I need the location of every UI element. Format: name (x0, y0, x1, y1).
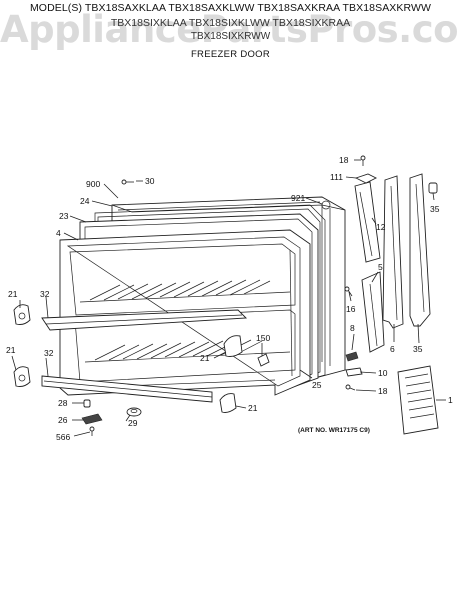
shelf-end-cap-lower-left (13, 366, 31, 387)
callout-26: 26 (58, 415, 68, 425)
bracket-5 (361, 271, 385, 353)
callout-32-upper: 32 (40, 289, 50, 299)
part-29 (126, 407, 142, 417)
callout-29: 29 (128, 418, 138, 428)
shelf-end-cap-upper-right (223, 335, 243, 357)
callout-30: 30 (145, 176, 155, 186)
part-566 (89, 426, 95, 436)
part-28 (83, 399, 91, 408)
handle-trim-35-lower (409, 173, 431, 327)
callout-6: 6 (390, 344, 395, 354)
art-number: (ART NO. WR17175 C9) (298, 427, 370, 434)
handle-end-cap-35-upper (428, 182, 438, 194)
door-cam-150 (257, 353, 270, 367)
callout-21-upper-left: 21 (8, 289, 18, 299)
part-8 (345, 351, 359, 362)
handle-6 (382, 175, 404, 329)
screw-18-lower (345, 384, 356, 391)
callout-8: 8 (350, 323, 355, 333)
callout-921: 921 (291, 193, 305, 203)
callout-24: 24 (80, 196, 90, 206)
shelf-bar-upper (41, 309, 248, 331)
screw-18-top (360, 155, 366, 166)
callout-25: 25 (312, 380, 322, 390)
seal-strip (289, 249, 293, 377)
diagram-subtitle: FREEZER DOOR (190, 49, 271, 60)
callout-35-upper: 35 (430, 204, 440, 214)
top-hinge-111 (354, 173, 378, 184)
callout-21-mid: 21 (200, 353, 210, 363)
screw-30 (121, 179, 134, 185)
callout-16: 16 (346, 304, 356, 314)
model-list-line-1: MODEL(S) TBX18SAXKLAA TBX18SAXKLWW TBX18… (29, 2, 432, 14)
callout-labels: 18 111 30 900 24 921 35 23 12 4 5 21 32 … (6, 155, 453, 442)
model-list-line-2: TBX18SIXKLAA TBX18SIXKLWW TBX18SIXKRAA (110, 17, 351, 29)
callout-150: 150 (256, 333, 270, 343)
hinge-bracket-12 (354, 181, 381, 263)
callout-18-lower: 18 (378, 386, 388, 396)
screw-16 (344, 286, 353, 297)
callout-900: 900 (86, 179, 100, 189)
callout-21-lower-right: 21 (248, 403, 258, 413)
callout-1: 1 (448, 395, 453, 405)
shelf-end-cap-upper-left (13, 304, 31, 325)
callout-28: 28 (58, 398, 68, 408)
callout-23: 23 (59, 211, 69, 221)
callout-18-top: 18 (339, 155, 349, 165)
owners-manual-1 (397, 365, 439, 435)
callout-35-lower: 35 (413, 344, 423, 354)
model-list-line-3: TBX18SIXKRWW (190, 31, 271, 42)
callout-4: 4 (56, 228, 61, 238)
upper-shelf-ribs (79, 279, 291, 303)
shelf-bar-lower (41, 375, 213, 403)
shelf-end-cap-lower-right (219, 393, 237, 413)
callout-10: 10 (378, 368, 388, 378)
leader-lines (11, 159, 446, 437)
callout-12: 12 (376, 222, 386, 232)
part-26 (81, 413, 103, 425)
callout-21-lower-left: 21 (6, 345, 16, 355)
callout-32-lower: 32 (44, 348, 54, 358)
callout-566: 566 (56, 432, 70, 442)
callout-111: 111 (330, 172, 343, 182)
part-10 (345, 367, 363, 377)
callout-5: 5 (378, 262, 383, 272)
